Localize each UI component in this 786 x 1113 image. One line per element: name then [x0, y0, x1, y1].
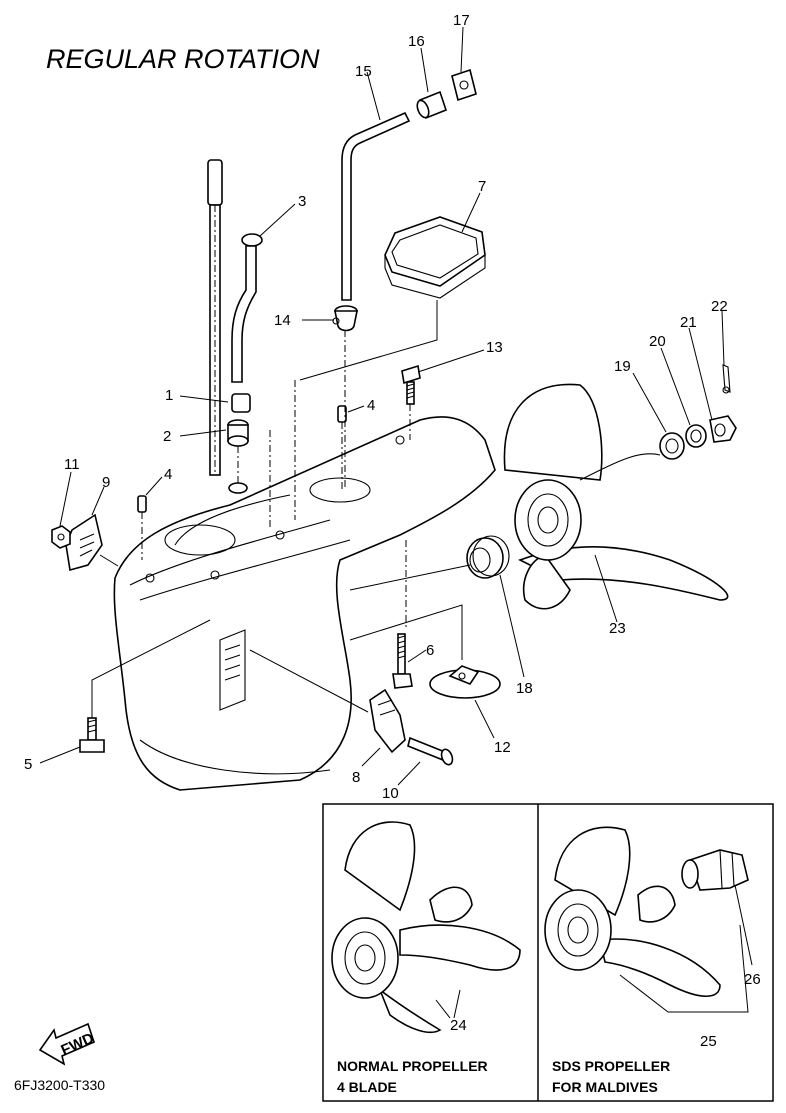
- anode-part-12: [429, 665, 501, 699]
- callout-20: 20: [649, 333, 666, 350]
- seal-part-18: [466, 535, 510, 579]
- water-tube-part-3: [231, 233, 263, 383]
- washer-part-20: [685, 424, 707, 448]
- callout-21: 21: [680, 314, 697, 331]
- grommet-part-17: [451, 68, 477, 102]
- callout-4a: 4: [164, 466, 172, 483]
- dowel-pin-left: [137, 495, 147, 513]
- normal-propeller-caption-line1: NORMAL PROPELLER: [337, 1058, 488, 1074]
- propeller-part-23: [503, 383, 729, 610]
- sds-hub-part-26: [681, 849, 749, 891]
- seal-part-2: [227, 419, 249, 494]
- cover-part-9: [65, 513, 103, 572]
- normal-propeller-part-24: 24: [331, 821, 521, 1034]
- callout-8: 8: [352, 769, 360, 786]
- callout-11: 11: [64, 456, 80, 473]
- callout-26: 26: [744, 971, 761, 988]
- sds-propeller-caption-line2: FOR MALDIVES: [552, 1079, 658, 1095]
- callout-1: 1: [165, 387, 173, 404]
- bolt-part-6: [392, 633, 413, 689]
- callout-10: 10: [382, 785, 399, 802]
- propeller-options-inset: 24 26 25 NORMAL PROPELLER 4 BLADE SDS PR…: [322, 803, 774, 1102]
- bracket-part-8: [369, 688, 406, 754]
- callout-18: 18: [516, 680, 533, 697]
- callout-2: 2: [163, 428, 171, 445]
- callout-16: 16: [408, 33, 425, 50]
- water-pipe-part-15: [341, 111, 411, 301]
- callout-15: 15: [355, 63, 372, 80]
- callout-3: 3: [298, 193, 306, 210]
- callout-24: 24: [450, 1017, 467, 1034]
- nut-part-21: [709, 415, 737, 443]
- sds-propeller-part-25: [544, 826, 721, 997]
- callout-22: 22: [711, 298, 728, 315]
- bolt-part-10: [407, 736, 454, 766]
- callout-13: 13: [486, 339, 503, 356]
- callout-14: 14: [274, 312, 291, 329]
- diagram-code: 6FJ3200-T330: [14, 1077, 106, 1093]
- gasket-part-7: [384, 216, 486, 299]
- drive-shaft: [207, 159, 223, 476]
- bolt-part-5: [79, 717, 105, 753]
- cotter-pin-part-22: [722, 364, 731, 394]
- callout-4b: 4: [367, 397, 375, 414]
- spacer-part-19: [659, 432, 685, 460]
- sds-propeller-caption-line1: SDS PROPELLER: [552, 1058, 670, 1074]
- nut-part-11: [51, 525, 71, 549]
- callout-7: 7: [478, 178, 486, 195]
- callout-19: 19: [614, 358, 631, 375]
- leader-lines: [39, 26, 725, 786]
- fwd-arrow-icon: FWD: [38, 1022, 97, 1066]
- collar-part-16: [416, 90, 447, 120]
- callout-25: 25: [700, 1033, 717, 1050]
- callout-17: 17: [453, 12, 470, 29]
- bolt-part-13: [401, 364, 421, 440]
- grommet-part-1: [231, 393, 251, 413]
- callout-5: 5: [24, 756, 32, 773]
- callout-numbers: 1 2 3 4 4 5 6 7 8 9 10 11 12 13 14 15 16…: [24, 12, 728, 802]
- callout-23: 23: [609, 620, 626, 637]
- callout-12: 12: [494, 739, 511, 756]
- callout-9: 9: [102, 474, 110, 491]
- lower-casing: [113, 416, 496, 791]
- diagram-title: REGULAR ROTATION: [46, 44, 320, 74]
- cap-part-14: [332, 305, 358, 332]
- callout-6: 6: [426, 642, 434, 659]
- normal-propeller-caption-line2: 4 BLADE: [337, 1079, 397, 1095]
